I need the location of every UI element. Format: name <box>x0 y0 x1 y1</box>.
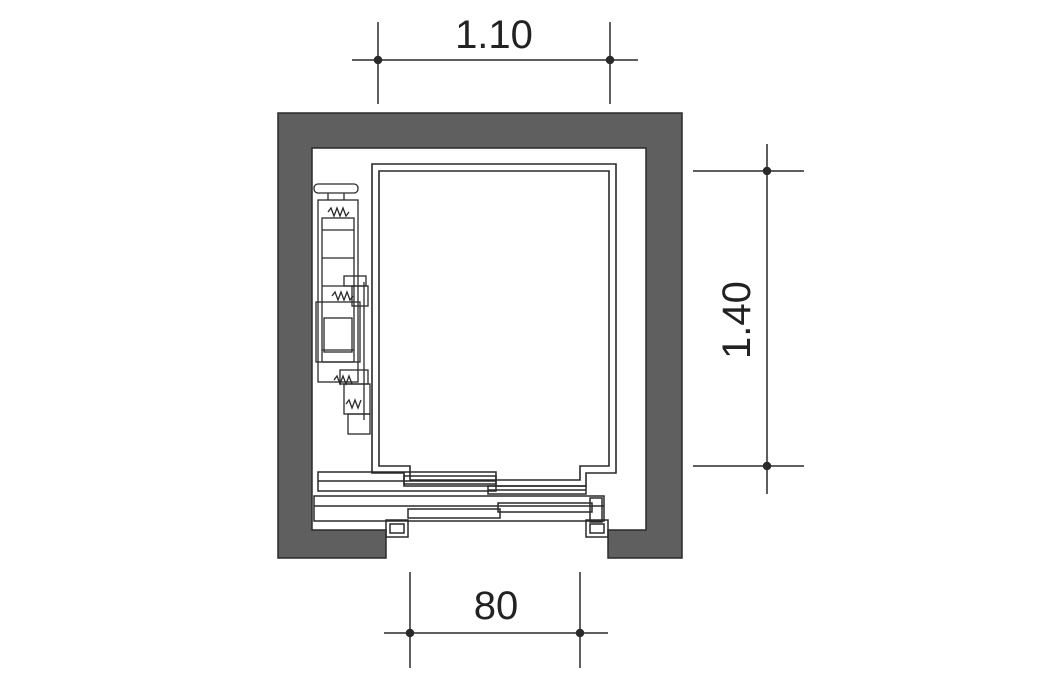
dimension-door <box>384 572 608 668</box>
spring-bottom-2 <box>345 398 362 410</box>
door-jamb-left-inner <box>389 523 405 534</box>
dimension-width-tick-right <box>605 55 615 65</box>
shaft-wall-left <box>277 112 683 559</box>
dimension-width <box>352 22 638 104</box>
dimension-depth <box>693 144 804 494</box>
dimension-width-label: 1.10 <box>455 13 533 57</box>
dimension-door-label: 80 <box>474 584 519 628</box>
car-outer-outline <box>371 163 617 487</box>
door-jamb-right-inner <box>589 523 605 534</box>
guide-shoe-1 <box>343 275 367 287</box>
rail-lower-3 <box>347 413 371 435</box>
door-jamb-right <box>585 519 609 538</box>
spring-bottom <box>333 374 353 386</box>
door-post-right <box>589 497 603 523</box>
dimension-width-tick-left <box>373 55 383 65</box>
dimension-depth-tick-top <box>762 166 772 176</box>
dimension-door-tick-right <box>575 628 585 638</box>
elevator-car <box>371 163 617 487</box>
counterweight-block-inner <box>323 317 353 353</box>
guide-shoe-2 <box>351 285 369 307</box>
door-panel-4 <box>497 502 593 513</box>
door-panel-3 <box>407 508 501 519</box>
door-panel-1 <box>403 475 497 485</box>
door-jamb-left <box>385 519 409 538</box>
counterweight-block <box>315 301 361 363</box>
dimension-door-tick-left <box>405 628 415 638</box>
dimension-depth-label: 1.40 <box>715 281 759 359</box>
car-inner-outline <box>378 170 610 481</box>
rail-lower-2 <box>343 383 371 415</box>
counterweight-assembly <box>313 183 371 435</box>
dimension-depth-tick-bottom <box>762 461 772 471</box>
counterweight-frame-inner <box>321 217 355 363</box>
spring-mid <box>331 290 354 302</box>
door-assembly <box>313 471 609 538</box>
door-frame-lower <box>313 495 605 522</box>
counterweight-frame <box>317 199 359 383</box>
rail-bracket-top <box>313 183 359 194</box>
shaft-walls <box>277 112 683 559</box>
spring-top <box>327 206 350 218</box>
